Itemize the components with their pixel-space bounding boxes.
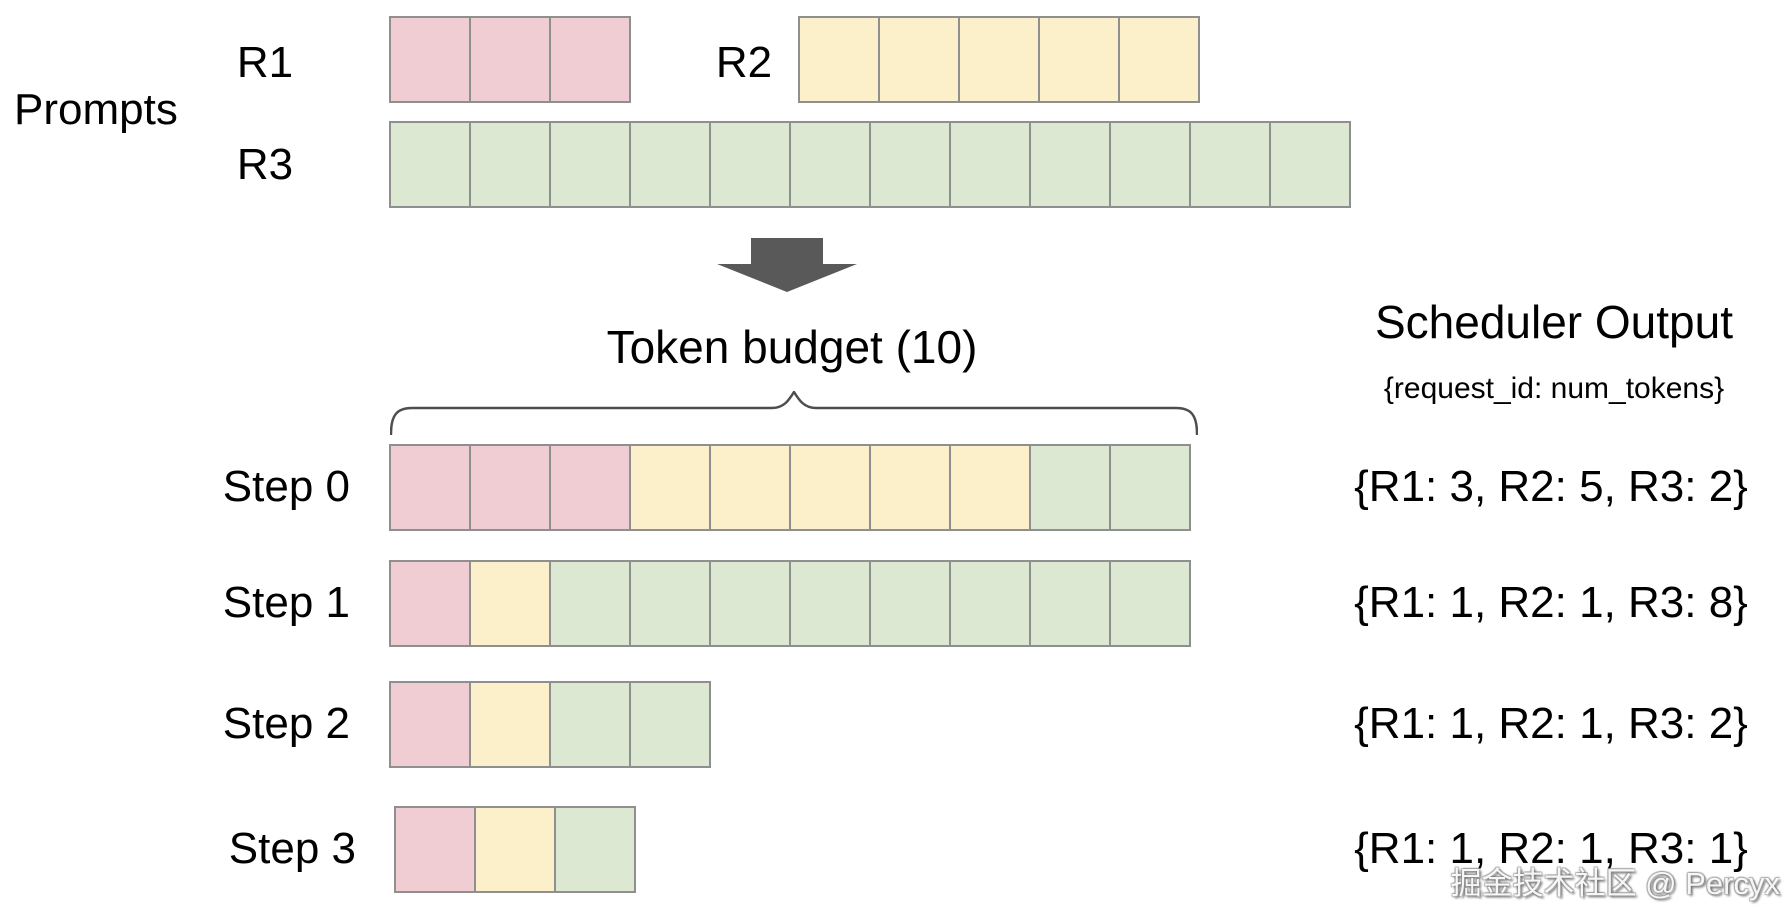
token-cell-pink xyxy=(549,444,631,531)
token-cell-pink xyxy=(549,16,631,103)
token-cell-green xyxy=(469,121,551,208)
token-cell-green xyxy=(1109,121,1191,208)
token-cell-yellow xyxy=(789,444,871,531)
token-cell-green xyxy=(1029,444,1111,531)
token-cell-pink xyxy=(389,16,471,103)
token-cell-green xyxy=(1029,121,1111,208)
token-cell-green xyxy=(389,121,471,208)
step-row-0 xyxy=(389,444,1191,531)
token-cell-green xyxy=(709,121,791,208)
step-row-2 xyxy=(389,681,711,768)
prompt-label-r2: R2 xyxy=(715,38,773,87)
token-cell-green xyxy=(949,560,1031,647)
prompt-row-r3 xyxy=(389,121,1351,208)
step-label-3: Step 3 xyxy=(228,824,356,873)
token-cell-green xyxy=(1029,560,1111,647)
step-row-3 xyxy=(394,806,636,893)
token-cell-yellow xyxy=(1118,16,1200,103)
step-row-1 xyxy=(389,560,1191,647)
prompt-row-r1 xyxy=(389,16,631,103)
token-cell-yellow xyxy=(949,444,1031,531)
token-cell-yellow xyxy=(869,444,951,531)
token-cell-pink xyxy=(389,444,471,531)
token-budget-brace xyxy=(390,391,1198,435)
scheduler-output-step-2: {R1: 1, R2: 1, R3: 2} xyxy=(1354,699,1748,748)
scheduler-output-subtitle: {request_id: num_tokens} xyxy=(1383,372,1725,405)
token-cell-yellow xyxy=(474,806,556,893)
token-cell-yellow xyxy=(878,16,960,103)
prompt-row-r2 xyxy=(798,16,1200,103)
token-cell-green xyxy=(1109,560,1191,647)
token-cell-green xyxy=(789,560,871,647)
token-cell-green xyxy=(629,121,711,208)
watermark-text: 掘金技术社区 @ Percyx xyxy=(1450,866,1780,901)
token-cell-yellow xyxy=(958,16,1040,103)
token-cell-pink xyxy=(389,560,471,647)
token-cell-green xyxy=(869,560,951,647)
token-cell-green xyxy=(1189,121,1271,208)
token-cell-green xyxy=(629,560,711,647)
token-cell-green xyxy=(949,121,1031,208)
token-cell-green xyxy=(789,121,871,208)
token-cell-green xyxy=(869,121,951,208)
token-cell-pink xyxy=(469,444,551,531)
token-cell-yellow xyxy=(469,560,551,647)
prompt-label-r3: R3 xyxy=(236,140,294,189)
token-cell-yellow xyxy=(1038,16,1120,103)
scheduler-output-step-1: {R1: 1, R2: 1, R3: 8} xyxy=(1354,578,1748,627)
token-cell-yellow xyxy=(798,16,880,103)
step-label-0: Step 0 xyxy=(222,462,350,511)
token-cell-yellow xyxy=(629,444,711,531)
prompts-section-label: Prompts xyxy=(14,85,178,134)
token-cell-green xyxy=(1269,121,1351,208)
token-budget-label: Token budget (10) xyxy=(606,321,978,373)
step-label-2: Step 2 xyxy=(222,699,350,748)
scheduler-output-title: Scheduler Output xyxy=(1374,296,1733,348)
token-cell-green xyxy=(549,560,631,647)
token-cell-green xyxy=(709,560,791,647)
token-cell-green xyxy=(629,681,711,768)
token-cell-green xyxy=(549,681,631,768)
token-cell-green xyxy=(549,121,631,208)
token-cell-yellow xyxy=(469,681,551,768)
token-cell-pink xyxy=(394,806,476,893)
token-cell-yellow xyxy=(709,444,791,531)
scheduler-output-step-0: {R1: 3, R2: 5, R3: 2} xyxy=(1354,462,1748,511)
token-cell-pink xyxy=(469,16,551,103)
token-cell-green xyxy=(554,806,636,893)
token-cell-pink xyxy=(389,681,471,768)
token-cell-green xyxy=(1109,444,1191,531)
scheduler-output-step-3: {R1: 1, R2: 1, R3: 1} xyxy=(1354,824,1748,873)
step-label-1: Step 1 xyxy=(222,578,350,627)
prompt-label-r1: R1 xyxy=(236,38,294,87)
down-arrow-icon xyxy=(717,238,857,292)
